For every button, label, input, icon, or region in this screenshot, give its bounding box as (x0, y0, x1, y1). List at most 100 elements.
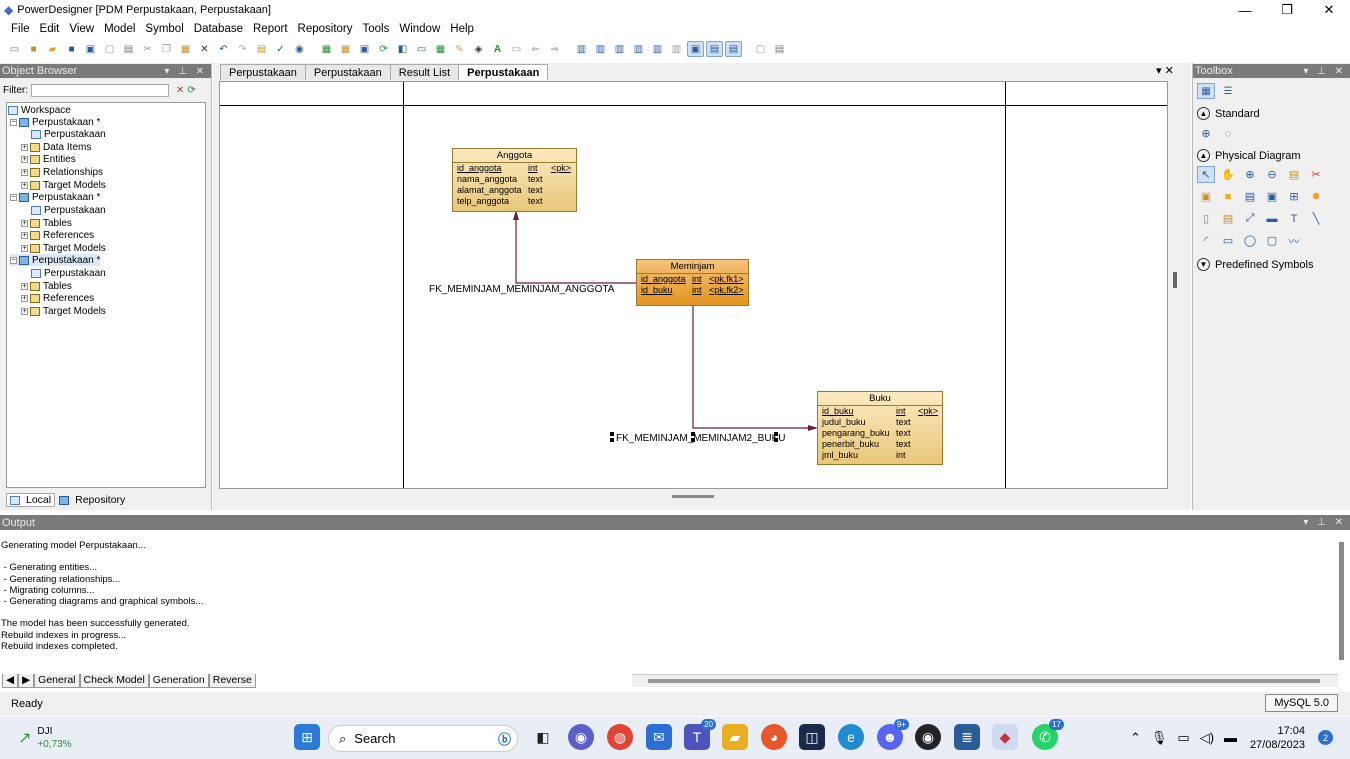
align-top-icon[interactable]: ▥ (633, 43, 644, 55)
edge-icon[interactable]: e (838, 724, 864, 750)
text-color-icon[interactable]: A (493, 43, 502, 55)
polyline-tool-icon[interactable]: 〰 (1288, 235, 1300, 248)
tree-item-target-models-3[interactable]: +Target Models (21, 305, 106, 317)
chat-icon[interactable]: ◉ (568, 724, 594, 750)
paste-icon[interactable]: ▦ (180, 43, 191, 55)
hscroll-thumb[interactable] (648, 679, 1320, 683)
window-icon[interactable]: ▭ (416, 43, 427, 55)
tab-controls-icon[interactable]: ▾ ✕ (1156, 65, 1174, 77)
chrome-icon[interactable]: ◍ (607, 724, 633, 750)
expand-icon[interactable]: + (21, 231, 28, 239)
view-tool-icon[interactable]: ▤ (1244, 191, 1256, 203)
start-menu-icon[interactable]: ⊞ (294, 724, 320, 750)
menu-database[interactable]: Database (193, 23, 243, 35)
tab-scroll-left-icon[interactable]: ◀ (2, 673, 19, 688)
discord-icon[interactable]: ☻9+ (877, 719, 909, 750)
new-icon[interactable]: ▭ (9, 43, 20, 55)
output-hscroll[interactable] (632, 674, 1338, 687)
zoom-in-tool-icon[interactable]: ⊕ (1245, 169, 1255, 181)
save-icon[interactable]: ■ (68, 43, 75, 55)
tree-item-references-2[interactable]: +References (21, 292, 95, 304)
expand-icon[interactable]: + (21, 181, 28, 189)
print-icon[interactable]: ▤ (123, 43, 134, 55)
menu-report[interactable]: Report (253, 23, 288, 35)
tree-item-model-3[interactable]: −Perpustakaan * (10, 254, 101, 266)
panel-controls-icon[interactable]: ▾ ⊥ ✕ (164, 65, 207, 77)
check-model-icon[interactable]: ✓ (276, 43, 285, 55)
battery-icon[interactable]: ▬ (1224, 730, 1238, 745)
rounded-rect-tool-icon[interactable]: ▬ (1266, 212, 1278, 225)
layout-icon[interactable]: ▣ (687, 41, 704, 57)
layout2-icon[interactable]: ▤ (706, 41, 723, 57)
menu-tools[interactable]: Tools (362, 23, 390, 35)
close-button[interactable]: ✕ (1323, 2, 1335, 17)
tree-item-relationships[interactable]: +Relationships (21, 166, 104, 178)
note-tool-icon[interactable]: ▤ (1222, 213, 1234, 225)
expand-icon[interactable]: + (21, 143, 28, 151)
app-icon[interactable]: ◫ (799, 724, 825, 750)
panel-controls-icon[interactable]: ▾ ⊥ ✕ (1303, 65, 1346, 77)
undo-icon[interactable]: ↶ (219, 43, 228, 55)
expand-icon[interactable]: + (21, 219, 28, 227)
tab-perpustakaan-2[interactable]: Perpustakaan (304, 64, 391, 80)
properties-icon[interactable]: ▤ (256, 43, 267, 55)
delete-icon[interactable]: ✕ (200, 43, 209, 55)
clock[interactable]: 17:04 27/08/2023 (1250, 724, 1305, 752)
line-tool-icon[interactable]: ╲ (1312, 213, 1320, 225)
tab-perpustakaan-active[interactable]: Perpustakaan (458, 64, 549, 80)
generate-icon[interactable]: ◉ (295, 43, 304, 55)
toolbox-section-predefined-symbols[interactable]: ▼Predefined Symbols (1197, 258, 1313, 271)
menu-symbol[interactable]: Symbol (145, 23, 184, 35)
delete-tool-icon[interactable]: ✂ (1311, 169, 1321, 181)
layout3-icon[interactable]: ▤ (725, 41, 742, 57)
horizontal-splitter[interactable] (672, 495, 714, 498)
expand-icon[interactable]: + (21, 244, 28, 252)
table-icon[interactable]: ▦ (321, 43, 332, 55)
mail-icon[interactable]: ✉ (646, 724, 672, 750)
storage-tool-icon[interactable]: ✹ (1311, 191, 1321, 203)
link-icon[interactable]: ▭ (511, 43, 522, 55)
reference-line-buku[interactable] (692, 306, 816, 429)
tree-item-model-1[interactable]: −Perpustakaan * (10, 116, 101, 128)
back-icon[interactable]: ⇐ (531, 43, 540, 55)
dbms-indicator[interactable]: MySQL 5.0 (1265, 694, 1338, 712)
package-icon[interactable]: ▣ (359, 43, 370, 55)
tab-repository[interactable]: Repository (59, 494, 125, 506)
reference-label-fk2[interactable]: FK_MEMINJAM_MEMINJAM2_BUKU (616, 433, 786, 444)
tab-generation[interactable]: Generation (148, 673, 209, 688)
reference-label-fk1[interactable]: FK_MEMINJAM_MEMINJAM_ANGGOTA (429, 284, 615, 295)
forward-icon[interactable]: ⇒ (550, 43, 559, 55)
tab-result-list[interactable]: Result List (389, 64, 460, 80)
zoom-out-tool-icon[interactable]: ⊖ (1267, 169, 1277, 181)
menu-repository[interactable]: Repository (297, 23, 353, 35)
menu-file[interactable]: File (11, 23, 30, 35)
tree-item-target-models-1[interactable]: +Target Models (21, 179, 106, 191)
rounded-rectangle-tool-icon[interactable]: ▢ (1266, 235, 1278, 247)
notification-badge[interactable]: 2 (1318, 730, 1333, 745)
zoom-page-icon[interactable]: ▢ (755, 43, 766, 55)
notepad-icon[interactable]: ≣ (954, 724, 980, 750)
menu-window[interactable]: Window (399, 23, 441, 35)
reference-line-anggota[interactable] (515, 212, 636, 284)
align-left-icon[interactable]: ▥ (576, 43, 587, 55)
arc-tool-icon[interactable]: ◜ (1203, 235, 1209, 247)
whatsapp-icon[interactable]: ✆17 (1032, 719, 1064, 750)
collapse-icon[interactable]: − (10, 118, 17, 126)
reference-tool-icon[interactable]: ⊞ (1289, 191, 1299, 203)
menu-edit[interactable]: Edit (39, 23, 60, 35)
volume-icon[interactable]: ◁) (1199, 730, 1215, 745)
collapse-icon[interactable]: − (10, 256, 17, 264)
tab-scroll-right-icon[interactable]: ▶ (18, 673, 35, 688)
procedure-tool-icon[interactable]: ▣ (1266, 191, 1278, 203)
taskbar-search[interactable]: ⌕ Search ⓑ (328, 725, 518, 752)
ellipse-tool-icon[interactable]: ◯ (1243, 235, 1257, 247)
tab-local[interactable]: Local (6, 493, 56, 507)
find-icon[interactable]: ◧ (397, 43, 408, 55)
toolbox-section-physical-diagram[interactable]: ▲Physical Diagram (1197, 149, 1301, 162)
save-all-icon[interactable]: ▣ (85, 43, 96, 55)
package-tool-icon[interactable]: ▣ (1200, 191, 1212, 203)
